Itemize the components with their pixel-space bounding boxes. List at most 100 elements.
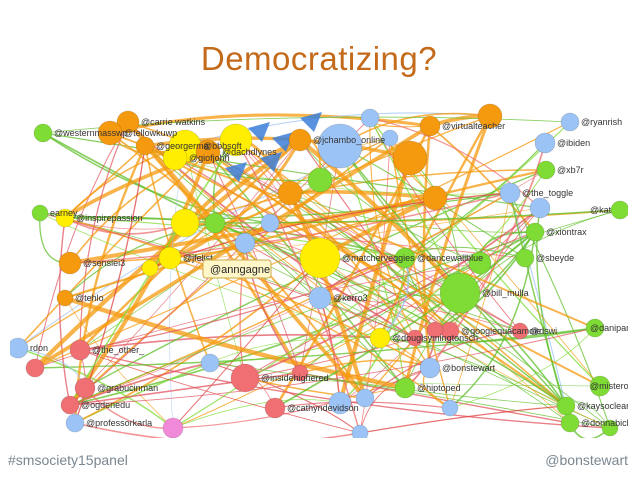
graph-node (585, 318, 605, 338)
graph-node (560, 413, 580, 433)
graph-node (141, 259, 159, 277)
graph-edge (58, 217, 71, 406)
graph-node (610, 200, 628, 220)
graph-node (307, 167, 333, 193)
graph-node (589, 375, 611, 397)
graph-edge (172, 121, 571, 429)
graph-node (328, 391, 352, 415)
node-label: @dswi (530, 326, 557, 336)
graph-node (33, 123, 53, 143)
graph-edge (17, 347, 174, 429)
graph-node (406, 329, 424, 347)
graph-edge (69, 209, 621, 406)
graph-edge (184, 145, 451, 332)
graph-node (116, 110, 140, 134)
graph-node (56, 289, 74, 307)
node-label: @matcherveggies (342, 253, 415, 263)
node-label: @georgerma (156, 141, 209, 151)
node-label: @cathyndevidson (287, 403, 359, 413)
graph-node (10, 337, 29, 359)
node-label: @tellowkuwp (124, 128, 177, 138)
graph-edge (339, 145, 567, 407)
graph-node (200, 353, 220, 373)
node-label: @ibiden (557, 138, 590, 148)
graph-node (31, 204, 49, 222)
graph-edge (69, 362, 211, 406)
graph-edge (184, 222, 611, 429)
graph-edge (359, 367, 431, 434)
hashtag-footer: #smsociety15panel (8, 452, 128, 468)
graph-node (536, 160, 556, 180)
graph-edge (434, 231, 536, 331)
graph-node (515, 248, 535, 268)
graph-node (392, 140, 428, 176)
graph-node (74, 377, 96, 399)
node-label: @hiptoped (417, 383, 461, 393)
graph-edge (299, 372, 567, 407)
graph-edge (509, 192, 611, 429)
graph-node (468, 251, 492, 275)
graph-node (97, 120, 123, 146)
graph-node (426, 321, 444, 339)
graph-node (230, 363, 260, 393)
graph-edge (169, 145, 186, 429)
graph-edge (299, 139, 481, 264)
graph-edge (298, 138, 462, 295)
graph-node (360, 108, 380, 128)
node-label: @sensiei3 (83, 258, 125, 268)
node-label: @donnabickford (581, 418, 628, 428)
graph-node (264, 397, 286, 419)
node-label: @tehlo (75, 293, 104, 303)
graph-node (58, 251, 82, 275)
graph-node (299, 237, 341, 279)
graph-node (234, 232, 256, 254)
node-label: @jfelist (183, 253, 213, 263)
graph-node (534, 132, 556, 154)
edge-arrow (272, 132, 294, 152)
edge-arrow (300, 112, 322, 132)
node-label: @the_other_ (92, 345, 145, 355)
node-label: rdon (30, 343, 48, 353)
graph-edge (172, 399, 341, 429)
graph-node (162, 417, 184, 438)
node-label: @jchambo_online (313, 135, 385, 145)
graph-edge (34, 124, 431, 370)
node-label: @ogdenedu (81, 400, 130, 410)
node-label: @carrie watkins (141, 117, 206, 127)
graph-edge (69, 192, 511, 264)
graph-node (419, 115, 441, 137)
graph-edge (319, 297, 521, 332)
graph-edge (244, 207, 541, 379)
node-label: @virtualteacher (442, 121, 505, 131)
graph-node (422, 185, 448, 211)
highlight-tooltip: @anngagne (202, 259, 272, 279)
graph-node (158, 246, 182, 270)
graph-node (369, 327, 391, 349)
slide-title: Democratizing? (200, 40, 438, 77)
graph-node (55, 208, 75, 228)
graph-edge (378, 115, 492, 339)
author-footer: @bonstewart (545, 452, 628, 468)
node-label: @xiontrax (546, 227, 587, 237)
graph-node (195, 139, 221, 165)
graph-edge (369, 117, 541, 209)
graph-node (219, 123, 253, 157)
graph-node (69, 339, 91, 361)
graph-edge (149, 192, 511, 269)
graph-edge (403, 115, 492, 389)
graph-edge (359, 405, 567, 434)
node-label: @ryanrish (581, 117, 622, 127)
graph-edge (288, 192, 368, 399)
node-label: @kerro3 (333, 293, 368, 303)
graph-node (601, 419, 619, 437)
graph-edge (429, 125, 536, 233)
graph-edge (244, 377, 366, 399)
graph-edge (69, 139, 237, 406)
graph-edge (244, 337, 416, 379)
node-label: @westernmasswp (54, 128, 128, 138)
graph-node (162, 145, 188, 171)
graph-edge (207, 151, 521, 332)
node-label: @googlequacamole (461, 326, 541, 336)
graph-node (60, 395, 80, 415)
graph-edge (235, 139, 361, 434)
